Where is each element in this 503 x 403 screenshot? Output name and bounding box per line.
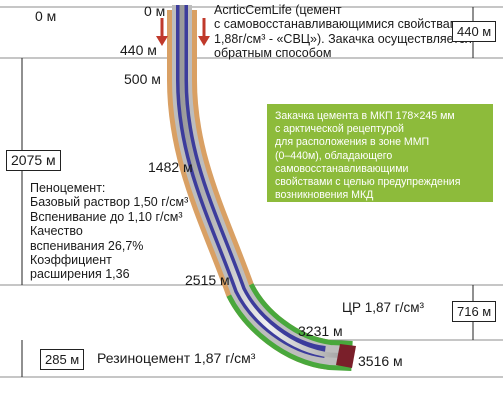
depth-label-440: 440 м xyxy=(120,42,157,58)
injection-arrow-left xyxy=(156,18,168,46)
arctic-note-line: обратным способом xyxy=(214,46,332,61)
depth-label-0-left: 0 м xyxy=(35,8,57,24)
arctic-cement-callout: Закачка цемента в МКП 178×245 мм с аркти… xyxy=(267,104,493,202)
foam-interval-box: 2075 м xyxy=(6,150,61,171)
depth-label-2515: 2515 м xyxy=(185,272,230,288)
foam-desc-line: Вспенивание до 1,10 г/см³ xyxy=(30,209,183,224)
foam-desc-line: Коэффициент xyxy=(30,252,112,267)
foam-desc-line: расширения 1,36 xyxy=(30,267,130,282)
callout-line: (0–440м), обладающего xyxy=(275,149,393,162)
foam-desc-line: вспенивания 26,7% xyxy=(30,238,144,253)
foam-desc-line: Пеноцемент: xyxy=(30,181,106,195)
callout-line: свойствами с целью предупреждения xyxy=(275,176,461,189)
mmp-interval-box: 440 м xyxy=(452,21,497,42)
depth-label-500: 500 м xyxy=(124,71,161,87)
depth-label-3231: 3231 м xyxy=(298,323,343,339)
injection-arrow-right xyxy=(198,18,210,46)
rubber-interval-box: 285 м xyxy=(40,349,85,370)
arctic-cement-note: AcrticCemLife (цемент с самовосстанавлив… xyxy=(214,3,472,61)
cr-interval-box: 716 м xyxy=(452,301,497,322)
arctic-note-line: 1,88г/см³ - «СВЦ»). Закачка осуществляет… xyxy=(214,31,472,46)
foam-desc-line: Качество xyxy=(30,224,83,239)
arctic-note-line: с самовосстанавливающимися свойствами xyxy=(214,17,466,32)
foam-cement-description: Пеноцемент: Базовый раствор 1,50 г/см³ В… xyxy=(30,181,188,282)
depth-label-3516: 3516 м xyxy=(358,353,403,369)
foam-desc-line: Базовый раствор 1,50 г/см³ xyxy=(30,195,189,210)
callout-line: Закачка цемента в МКП 178×245 мм xyxy=(275,110,455,122)
depth-label-0-center: 0 м xyxy=(144,3,166,19)
callout-line: самовосстанавливающими xyxy=(275,162,409,175)
arctic-note-line: AcrticCemLife (цемент xyxy=(214,3,342,17)
depth-label-1482: 1482 м xyxy=(148,159,193,175)
callout-line: для расположения в зоне ММП xyxy=(275,136,430,149)
inner-pipe xyxy=(179,5,353,359)
rubber-cement-label: Резиноцемент 1,87 г/см³ xyxy=(97,350,256,366)
cr-cement-label: ЦР 1,87 г/см³ xyxy=(342,300,424,315)
casing-shoe xyxy=(336,344,356,368)
callout-line: с арктической рецептурой xyxy=(275,123,404,136)
callout-line: возникновения МКД xyxy=(275,189,374,202)
